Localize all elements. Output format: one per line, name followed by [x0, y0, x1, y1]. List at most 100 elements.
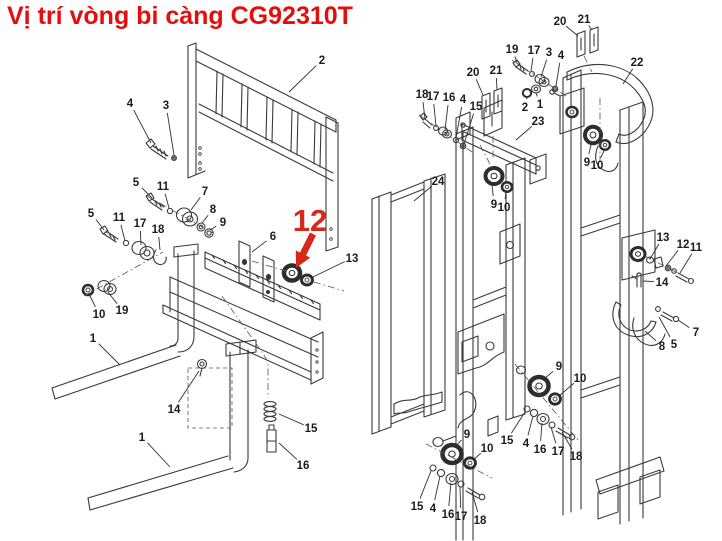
part-number-label: 20	[554, 16, 567, 28]
part-number-label: 16	[443, 92, 456, 104]
part-number-label: 9	[464, 429, 470, 441]
leader-line	[444, 104, 449, 131]
bearing-12-and-ring-13	[281, 263, 314, 287]
mast-right-rollers	[565, 105, 647, 262]
lower-fork	[87, 339, 257, 511]
carriage-roller-parts-upper	[145, 192, 214, 238]
leader-line	[471, 491, 479, 513]
part-number-label: 13	[657, 232, 670, 244]
leader-line	[658, 316, 671, 338]
leader-line	[542, 370, 554, 381]
leader-line	[89, 295, 96, 308]
leader-line	[95, 219, 105, 231]
leader-line	[133, 109, 152, 144]
part-number-label: 18	[152, 224, 165, 236]
part-number-label: 4	[127, 98, 134, 110]
part-number-label: 10	[481, 443, 494, 455]
mounting-clips	[481, 26, 599, 120]
leader-line	[550, 426, 557, 444]
leader-line	[495, 77, 498, 91]
part-number-label: 9	[556, 361, 562, 373]
part-number-label: 6	[270, 231, 276, 243]
leader-line	[251, 240, 267, 253]
leader-line	[540, 422, 543, 442]
roller-assembly-bottom-left	[429, 442, 486, 501]
leader-line	[472, 452, 482, 461]
leader-line	[588, 144, 592, 155]
leader-line	[190, 197, 201, 211]
part-number-label: 18	[474, 515, 487, 527]
part-number-label: 15	[470, 101, 483, 113]
leader-line	[455, 106, 463, 139]
part-number-label: 17	[552, 446, 565, 458]
axis-lines	[83, 55, 696, 479]
mast-middle-23	[432, 99, 547, 541]
leader-line	[419, 470, 432, 499]
part-number-label: 21	[578, 14, 591, 26]
part-number-label: 5	[133, 177, 140, 189]
part-number-label: 9	[584, 157, 590, 169]
part-number-label: 10	[574, 373, 587, 385]
part-number-label: 4	[558, 50, 565, 62]
leader-line	[288, 65, 317, 93]
part-number-label: 9	[220, 217, 226, 229]
part-number-label: 5	[88, 208, 95, 220]
leader-line	[141, 187, 153, 199]
leader-line	[665, 250, 679, 267]
leader-line	[120, 224, 126, 242]
leader-line	[558, 382, 575, 397]
leader-line	[278, 413, 304, 426]
leader-line	[642, 280, 655, 283]
leader-line	[463, 113, 475, 145]
leader-line	[209, 225, 217, 231]
leader-line	[644, 330, 657, 342]
highlight-arrow-icon	[295, 232, 316, 268]
part-number-label: 13	[346, 253, 359, 265]
part-number-label: 3	[163, 100, 169, 112]
part-number-label: 18	[416, 89, 429, 101]
part-number-label: 10	[591, 160, 604, 172]
leader-line	[555, 62, 561, 87]
latch-knob-14	[196, 358, 208, 370]
part-number-label: 20	[467, 67, 480, 79]
load-backrest-frame	[187, 42, 339, 252]
part-number-label: 8	[659, 341, 666, 353]
part-number-label: 17	[427, 91, 440, 103]
part-number-label: 14	[656, 277, 669, 289]
leader-line	[491, 184, 494, 197]
part-number-label: 7	[202, 186, 208, 198]
part-number-label: 3	[546, 47, 552, 59]
leader-line	[448, 482, 452, 507]
part-number-label: 22	[631, 57, 644, 69]
part-number-label: 11	[113, 212, 126, 224]
part-number-label: 1	[90, 333, 97, 345]
leader-line	[158, 236, 161, 251]
part-number-label: 16	[297, 460, 310, 472]
leader-line	[561, 431, 573, 450]
part-number-label: 5	[671, 339, 678, 351]
part-number-label: 4	[430, 503, 437, 515]
part-number-label: 11	[690, 242, 703, 254]
part-number-label: 23	[532, 116, 545, 128]
leader-line	[201, 215, 209, 224]
leader-line	[622, 68, 634, 85]
leader-line	[679, 253, 693, 274]
leader-line	[677, 319, 690, 328]
carriage-roller-parts-lower	[81, 225, 167, 297]
leader-line	[312, 261, 345, 278]
leader-line	[510, 411, 526, 434]
leader-line	[166, 112, 175, 156]
mast-right-22	[549, 63, 665, 525]
part-number-label: 18	[570, 451, 583, 463]
leader-line	[600, 150, 605, 159]
part-number-label: 17	[455, 511, 468, 523]
part-number-label: 16	[442, 509, 455, 521]
part-number-label: 15	[305, 423, 318, 435]
leader-line	[413, 185, 433, 202]
part-number-label: 8	[210, 204, 217, 216]
part-number-label: 15	[411, 501, 424, 513]
leader-line	[278, 442, 298, 460]
